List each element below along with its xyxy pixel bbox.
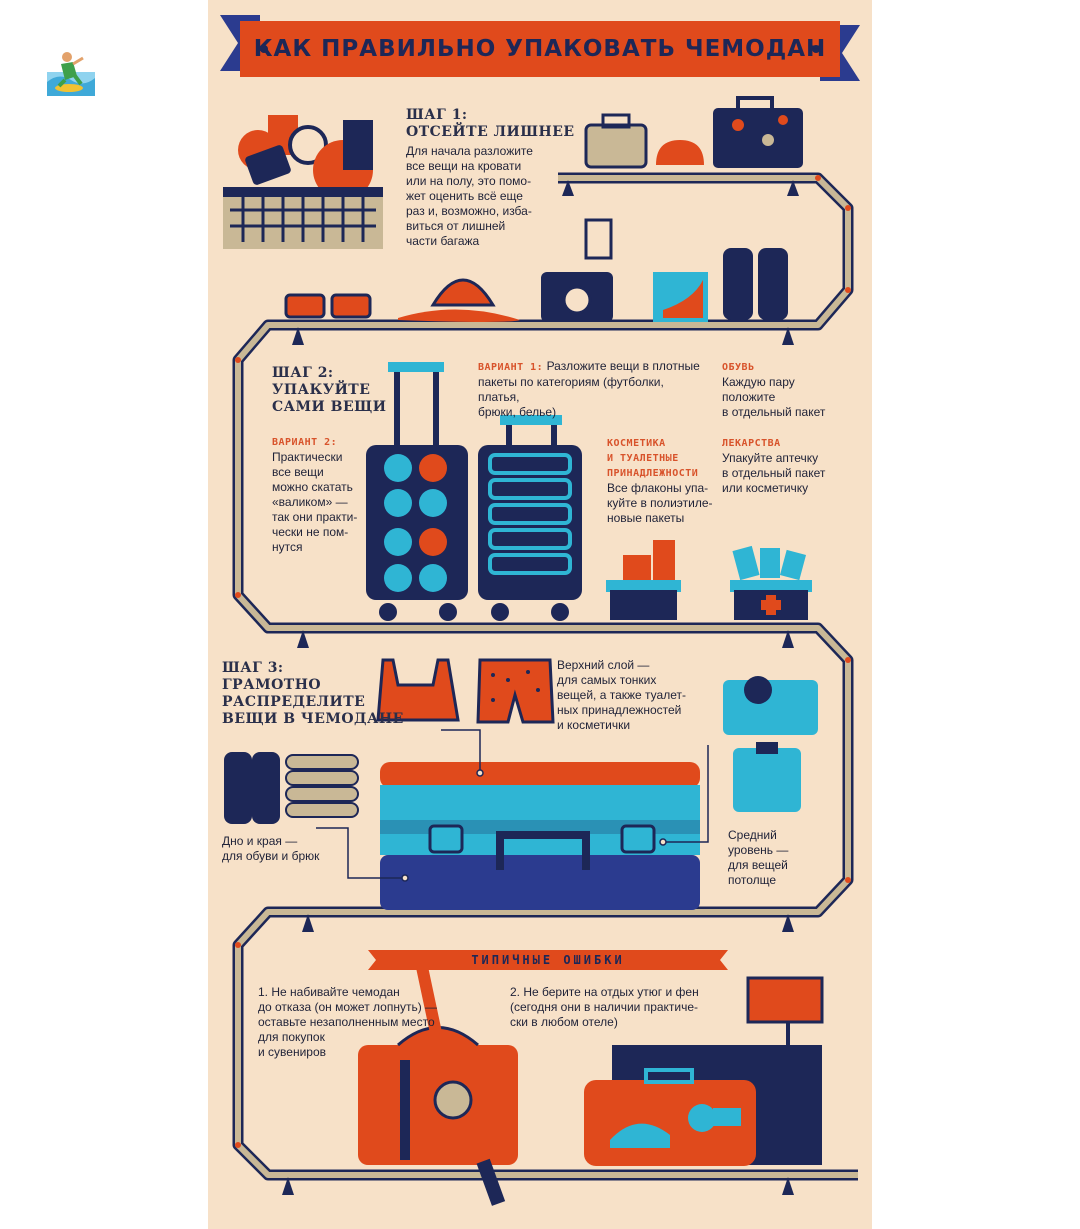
corner-logo-icon	[47, 48, 95, 96]
bags-on-shelf-illustration	[584, 96, 803, 169]
text-line: в отдельный пакет	[722, 405, 826, 419]
variant2-block: ВАРИАНТ 2: Практически все вещи можно ск…	[272, 435, 357, 555]
step3-heading-line: ГРАМОТНО	[222, 677, 322, 693]
step2-heading-line: УПАКУЙТЕ	[272, 382, 371, 398]
infographic-poster: КАК ПРАВИЛЬНО УПАКОВАТЬ ЧЕМОДАН ШАГ 1: О…	[208, 0, 872, 1229]
text-line: Упакуйте аптечку	[722, 451, 819, 465]
text-line: вещей, а также туалет-	[557, 688, 686, 702]
text-line: для покупок	[258, 1030, 325, 1044]
step1-heading-line: ШАГ 1:	[406, 107, 468, 123]
text-line: положите	[722, 390, 776, 404]
shoes-and-pants-stack-illustration	[224, 752, 359, 824]
shoes-label: ОБУВЬ	[722, 362, 755, 373]
bottom-layer-text: Дно и края — для обуви и брюк	[222, 834, 319, 864]
title-banner: КАК ПРАВИЛЬНО УПАКОВАТЬ ЧЕМОДАН	[220, 15, 860, 81]
text-line: Для начала разложите	[406, 144, 533, 158]
text-line: до отказа (он может лопнуть) —	[258, 1000, 438, 1014]
text-line: Верхний слой —	[557, 658, 650, 672]
step3-heading-line: ШАГ 3:	[222, 660, 284, 676]
text-line: части багажа	[406, 234, 480, 248]
text-line: оставьте незаполненным место	[258, 1015, 435, 1029]
conveyor-track-illustration	[223, 96, 858, 1206]
big-suitcase-illustration	[380, 762, 700, 910]
text-line: и косметички	[557, 718, 631, 732]
text-line: (сегодня они в наличии практиче-	[510, 1000, 699, 1014]
text-line: и сувениров	[258, 1045, 327, 1059]
text-line: для самых тонких	[557, 673, 657, 687]
text-line: Все флаконы упа-	[607, 481, 709, 495]
sunglasses-hat-camera-shoes-illustration	[284, 218, 788, 322]
laundry-basket-illustration	[223, 115, 383, 249]
text-line: куйте в полиэтиле-	[607, 496, 713, 510]
text-line: потолще	[728, 873, 777, 887]
step3-heading: ШАГ 3: ГРАМОТНО РАСПРЕДЕЛИТЕ ВЕЩИ В ЧЕМО…	[222, 660, 404, 728]
text-line: уровень —	[728, 843, 789, 857]
page-title: КАК ПРАВИЛЬНО УПАКОВАТЬ ЧЕМОДАН	[253, 36, 827, 62]
text-line: или на полу, это помо-	[406, 174, 532, 188]
text-line: для обуви и брюк	[222, 849, 320, 863]
medicine-box-illustration	[730, 545, 812, 620]
cosmetics-label: И ТУАЛЕТНЫЕ	[607, 453, 679, 464]
text-line: так они практи-	[272, 510, 358, 524]
text-line: ных принадлежностей	[557, 703, 682, 717]
variant1-block: ВАРИАНТ 1: Разложите вещи в плотные паке…	[478, 359, 708, 420]
mistake-2-text: 2. Не берите на отдых утюг и фен (сегодн…	[510, 985, 699, 1030]
overstuffed-suitcase-illustration	[358, 964, 518, 1206]
iron-and-hairdryer-illustration	[584, 976, 824, 1166]
callout-lines	[316, 729, 709, 879]
step2-heading-line: ШАГ 2:	[272, 365, 334, 381]
text-line: все вещи на кровати	[406, 159, 522, 173]
text-line: чески не пом-	[272, 525, 349, 539]
mistake-1-text: 1. Не набивайте чемодан до отказа (он мо…	[258, 985, 437, 1060]
step1-heading: ШАГ 1: ОТСЕЙТЕ ЛИШНЕЕ	[406, 107, 575, 141]
variant1-label: ВАРИАНТ 1:	[478, 362, 544, 373]
text-line: для вещей	[728, 858, 788, 872]
step1-text: Для начала разложите все вещи на кровати…	[406, 144, 533, 249]
text-line: можно скатать	[272, 480, 353, 494]
text-line: Практически	[272, 450, 343, 464]
top-and-shorts-illustration	[376, 658, 555, 724]
text-line: жет оценить всё еще	[406, 189, 523, 203]
text-line: «валиком» —	[272, 495, 348, 509]
mistakes-title-bar: ТИПИЧНЫЕ ОШИБКИ	[368, 950, 728, 970]
text-line: Дно и края —	[222, 834, 298, 848]
top-layer-text: Верхний слой — для самых тонких вещей, а…	[557, 658, 686, 733]
text-line: или косметичку	[722, 481, 809, 495]
text-line: Разложите вещи в плотные	[546, 359, 700, 373]
cosmetics-block: КОСМЕТИКА И ТУАЛЕТНЫЕ ПРИНАДЛЕЖНОСТИ Все…	[607, 436, 713, 526]
text-line: раз и, возможно, изба-	[406, 204, 532, 218]
text-line: пакеты по категориям (футболки, платья,	[478, 375, 664, 404]
step2-heading-line: САМИ ВЕЩИ	[272, 399, 387, 415]
variant2-label: ВАРИАНТ 2:	[272, 437, 338, 448]
text-line: 2. Не берите на отдых утюг и фен	[510, 985, 699, 999]
text-line: нутся	[272, 540, 303, 554]
text-line: 1. Не набивайте чемодан	[258, 985, 400, 999]
step2-heading: ШАГ 2: УПАКУЙТЕ САМИ ВЕЩИ	[272, 365, 386, 416]
rolled-clothes-suitcase-illustration	[366, 362, 468, 621]
mistakes-banner	[368, 950, 728, 970]
step1-heading-line: ОТСЕЙТЕ ЛИШНЕЕ	[406, 124, 575, 140]
cosmetics-box-illustration	[606, 540, 681, 620]
step3-heading-line: РАСПРЕДЕЛИТЕ	[222, 694, 366, 710]
cosmetics-label: ПРИНАДЛЕЖНОСТИ	[607, 468, 699, 479]
medicine-block: ЛЕКАРСТВА Упакуйте аптечку в отдельный п…	[722, 436, 825, 496]
text-line: ски в любом отеле)	[510, 1015, 618, 1029]
cosmetics-label: КОСМЕТИКА	[607, 438, 666, 449]
folded-clothes-suitcase-illustration	[478, 415, 582, 621]
mistakes-title: ТИПИЧНЫЕ ОШИБКИ	[471, 953, 625, 967]
text-line: в отдельный пакет	[722, 466, 826, 480]
step3-heading-line: ВЕЩИ В ЧЕМОДАНЕ	[222, 711, 404, 727]
text-line: брюки, белье)	[478, 405, 557, 419]
text-line: все вещи	[272, 465, 324, 479]
text-line: новые пакеты	[607, 511, 685, 525]
middle-layer-text: Средний уровень — для вещей потолще	[728, 828, 788, 888]
shoes-block: ОБУВЬ Каждую пару положите в отдельный п…	[722, 360, 825, 420]
text-line: Каждую пару	[722, 375, 795, 389]
medicine-label: ЛЕКАРСТВА	[722, 438, 781, 449]
text-line: виться от лишней	[406, 219, 506, 233]
text-line: Средний	[728, 828, 777, 842]
fur-coat-sweater-illustration	[723, 676, 818, 812]
